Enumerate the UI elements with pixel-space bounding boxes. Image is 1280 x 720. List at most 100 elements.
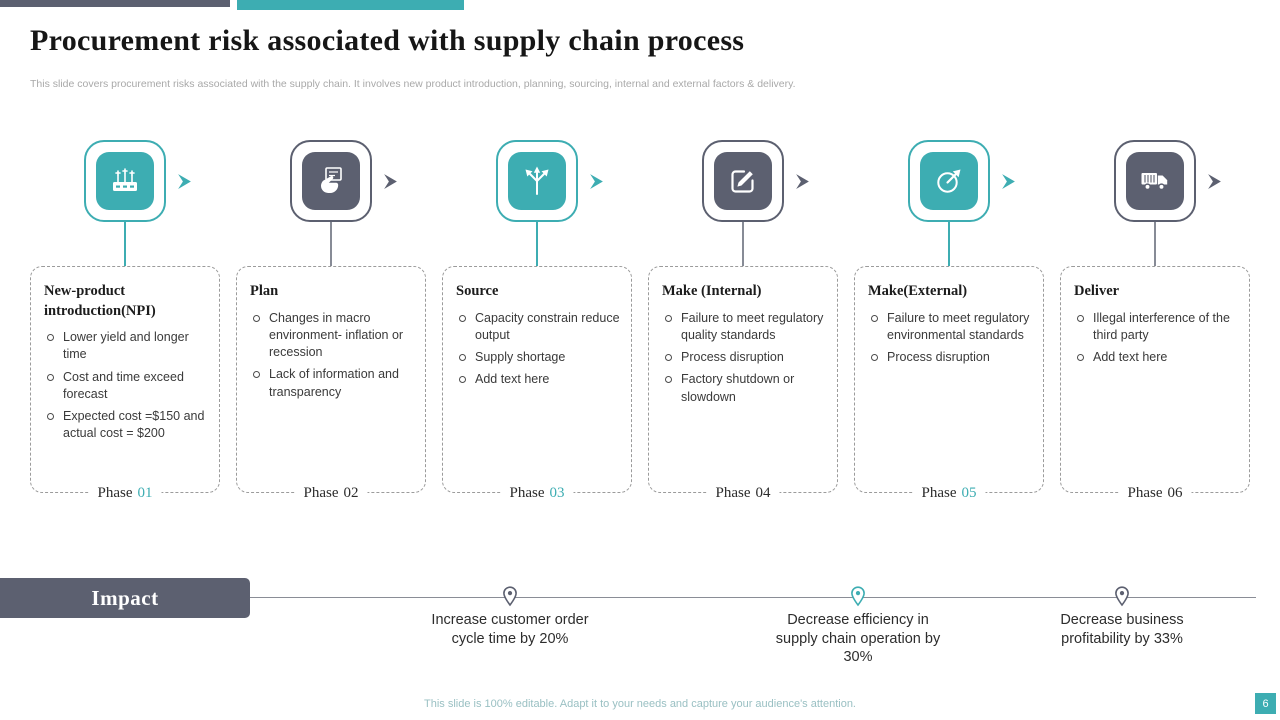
impact-note: Decrease business profitability by 33% xyxy=(1060,612,1184,647)
phase-word: Phase xyxy=(1127,485,1163,501)
phase-bullet-item: Lack of information and transparency xyxy=(250,366,414,401)
connector-line xyxy=(1154,222,1156,266)
forward-chevron-icon xyxy=(1002,174,1015,189)
phase-icon-frame xyxy=(702,140,784,222)
phase-bullet-list: Changes in macro environment- inflation … xyxy=(250,310,414,401)
phase-icon-frame xyxy=(908,140,990,222)
machine-icon xyxy=(113,168,137,191)
phase-bullet-list: Failure to meet regulatory environmental… xyxy=(868,310,1032,367)
impact-pin-icon xyxy=(850,586,866,612)
phase-column: Deliver Illegal interference of the thir… xyxy=(1060,140,1250,502)
phase-bullet-item: Cost and time exceed forecast xyxy=(44,369,208,404)
connector-line xyxy=(536,222,538,266)
forward-chevron-icon xyxy=(590,174,603,189)
forward-chevron-icon xyxy=(796,174,809,189)
phase-column: Make(External) Failure to meet regulator… xyxy=(854,140,1044,502)
branching-arrows-icon xyxy=(525,166,549,195)
forward-chevron-icon xyxy=(384,174,397,189)
slide-footer: This slide is 100% editable. Adapt it to… xyxy=(424,698,856,710)
phase-bullet-item: Add text here xyxy=(1074,349,1238,366)
phase-icon-tile xyxy=(508,152,566,210)
phase-number: 01 xyxy=(137,485,153,501)
connector-line xyxy=(742,222,744,266)
phase-card: Make (Internal) Failure to meet regulato… xyxy=(648,266,838,502)
phase-card-title: Make (Internal) xyxy=(662,283,762,299)
forward-chevron-icon xyxy=(178,174,191,189)
phase-card: Source Capacity constrain reduce output … xyxy=(442,266,632,502)
impact-note: Increase customer order cycle time by 20… xyxy=(431,612,589,647)
phase-icon-tile xyxy=(920,152,978,210)
phase-bullet-item: Supply shortage xyxy=(456,349,620,366)
phase-icon-frame xyxy=(290,140,372,222)
phase-card: Deliver Illegal interference of the thir… xyxy=(1060,266,1250,502)
phase-bullet-item: Illegal interference of the third party xyxy=(1074,310,1238,345)
phase-card-title: New-product introduction(NPI) xyxy=(44,283,156,319)
phase-bullet-item: Factory shutdown or slowdown xyxy=(662,371,826,406)
phase-icon-tile xyxy=(96,152,154,210)
phase-word: Phase xyxy=(921,485,957,501)
phase-number: 03 xyxy=(549,485,565,501)
phase-bullet-item: Lower yield and longer time xyxy=(44,329,208,364)
phase-column: New-product introduction(NPI) Lower yiel… xyxy=(30,140,220,502)
phase-bullet-item: Failure to meet regulatory quality stand… xyxy=(662,310,826,345)
phase-bullet-item: Changes in macro environment- inflation … xyxy=(250,310,414,362)
phase-column: Make (Internal) Failure to meet regulato… xyxy=(648,140,838,502)
connector-line xyxy=(124,222,126,266)
slide-subtitle: This slide covers procurement risks asso… xyxy=(30,78,796,90)
phase-card-title: Plan xyxy=(250,283,279,299)
connector-line xyxy=(948,222,950,266)
phase-number: 02 xyxy=(343,485,359,501)
phase-icon-frame xyxy=(496,140,578,222)
phase-icon-frame xyxy=(84,140,166,222)
page-number: 6 xyxy=(1255,693,1276,714)
phase-column: Plan Changes in macro environment- infla… xyxy=(236,140,426,502)
phase-card-title: Source xyxy=(456,283,499,299)
arrow-target-icon xyxy=(937,169,961,193)
phase-card-title: Make(External) xyxy=(868,283,968,299)
connector-line xyxy=(330,222,332,266)
forward-chevron-icon xyxy=(1208,174,1221,189)
phase-icon-frame xyxy=(1114,140,1196,222)
phase-card: New-product introduction(NPI) Lower yiel… xyxy=(30,266,220,502)
phase-bullet-item: Expected cost =$150 and actual cost = $2… xyxy=(44,408,208,443)
planning-hand-icon xyxy=(321,167,342,193)
impact-timeline xyxy=(250,597,1256,598)
truck-icon xyxy=(1141,173,1168,191)
phase-bullet-item: Add text here xyxy=(456,371,620,388)
phase-number: 04 xyxy=(755,485,771,501)
phase-bullet-list: Capacity constrain reduce output Supply … xyxy=(456,310,620,389)
phase-word: Phase xyxy=(715,485,751,501)
phase-number: 06 xyxy=(1167,485,1183,501)
slide-title: Procurement risk associated with supply … xyxy=(30,24,745,57)
impact-note: Decrease efficiency in supply chain oper… xyxy=(775,612,941,666)
phase-icon-tile xyxy=(302,152,360,210)
top-accent-bar-teal xyxy=(237,0,464,10)
phase-bullet-item: Capacity constrain reduce output xyxy=(456,310,620,345)
phase-card-title: Deliver xyxy=(1074,283,1120,299)
phase-word: Phase xyxy=(303,485,339,501)
phase-bullet-list: Illegal interference of the third party … xyxy=(1074,310,1238,367)
impact-label: Impact xyxy=(0,578,250,618)
phase-icon-tile xyxy=(1126,152,1184,210)
phase-bullet-item: Failure to meet regulatory environmental… xyxy=(868,310,1032,345)
impact-pin-icon xyxy=(502,586,518,612)
phase-column: Source Capacity constrain reduce output … xyxy=(442,140,632,502)
impact-pin-icon xyxy=(1114,586,1130,612)
phase-number: 05 xyxy=(961,485,977,501)
phase-word: Phase xyxy=(509,485,545,501)
phase-bullet-item: Process disruption xyxy=(662,349,826,366)
phase-icon-tile xyxy=(714,152,772,210)
phase-card: Make(External) Failure to meet regulator… xyxy=(854,266,1044,502)
edit-icon xyxy=(731,170,754,193)
phase-card: Plan Changes in macro environment- infla… xyxy=(236,266,426,502)
phase-bullet-item: Process disruption xyxy=(868,349,1032,366)
phase-bullet-list: Lower yield and longer time Cost and tim… xyxy=(44,329,208,443)
top-accent-bar-dark xyxy=(0,0,230,7)
